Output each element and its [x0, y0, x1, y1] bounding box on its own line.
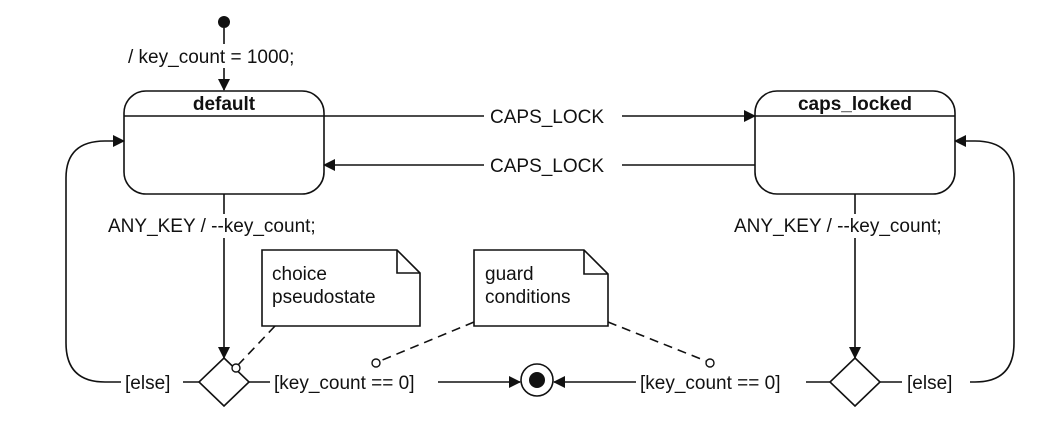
initial-transition-label: / key_count = 1000;: [128, 47, 294, 68]
transition-else-left-label: [else]: [125, 373, 170, 394]
transition-caps-lock-to-default-label: CAPS_LOCK: [490, 156, 604, 177]
choice-pseudostate-left: [197, 356, 251, 408]
choice-pseudostate-right: [828, 356, 882, 408]
transition-else-right: [880, 135, 1015, 383]
note-choice-line2: pseudostate: [272, 287, 376, 308]
transition-any-key-right-label: ANY_KEY / --key_count;: [734, 216, 942, 237]
state-caps-locked-name: caps_locked: [798, 94, 912, 115]
state-default-name: default: [193, 94, 256, 115]
note-guard-connector-right: [607, 321, 707, 362]
note-guard-anchor-left: [371, 358, 381, 368]
transition-guard-left-label: [key_count == 0]: [274, 373, 415, 394]
transition-else-left: [65, 135, 199, 383]
transition-any-key-left-label: ANY_KEY / --key_count;: [108, 216, 316, 237]
note-guard-conditions: guard conditions: [473, 249, 609, 327]
transition-else-right-label: [else]: [907, 373, 952, 394]
note-choice-line1: choice: [272, 264, 327, 285]
transition-guard-right-label: [key_count == 0]: [640, 373, 781, 394]
note-guard-line2: conditions: [485, 287, 571, 308]
state-default: default: [123, 90, 325, 195]
note-guard-connector-left: [379, 321, 475, 362]
note-choice-anchor: [231, 363, 241, 373]
note-choice-connector: [237, 325, 276, 366]
note-guard-anchor-right: [705, 358, 715, 368]
note-guard-line1: guard: [485, 264, 534, 285]
initial-pseudostate: [218, 16, 230, 28]
final-state: [520, 363, 554, 397]
state-caps-locked: caps_locked: [754, 90, 956, 195]
transition-caps-lock-to-caps-label: CAPS_LOCK: [490, 107, 604, 128]
note-choice-pseudostate: choice pseudostate: [261, 249, 421, 327]
